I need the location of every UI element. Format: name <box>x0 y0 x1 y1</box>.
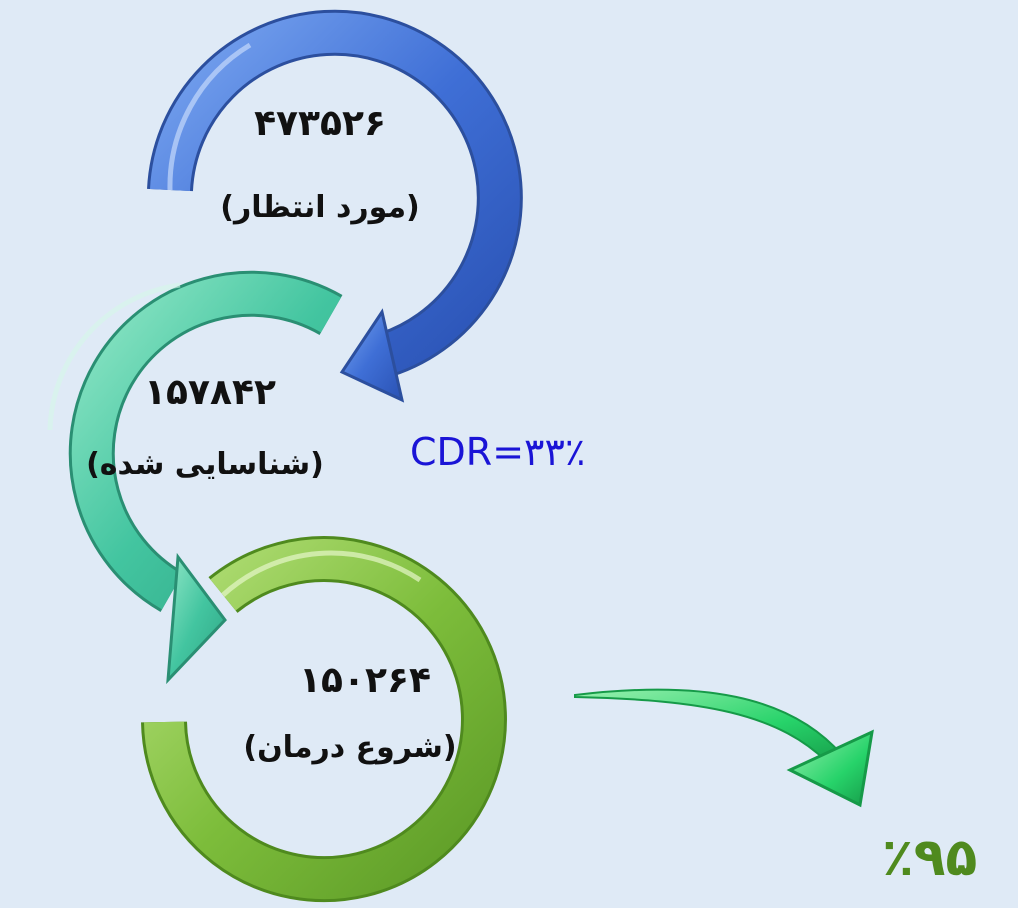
stage-3-caption: (شروع درمان) <box>243 730 457 765</box>
stage-2-value: ۱۵۷۸۴۲ <box>144 372 276 413</box>
cdr-label: CDR=۳۳٪ <box>410 430 586 474</box>
stage-1-arrow <box>147 9 523 403</box>
outcome-arrow <box>574 688 874 808</box>
success-rate: ٪۹۵ <box>882 828 978 888</box>
stage-1-value: ۴۷۳۵۲۶ <box>254 103 386 144</box>
stage-3-value: ۱۵۰۲۶۴ <box>299 660 431 701</box>
stage-2-arrow <box>47 270 343 685</box>
stage-3-arrow <box>141 536 507 903</box>
stage-2-caption: (شناسایی شده) <box>86 447 324 482</box>
stage-1-caption: (مورد انتظار) <box>220 190 420 225</box>
